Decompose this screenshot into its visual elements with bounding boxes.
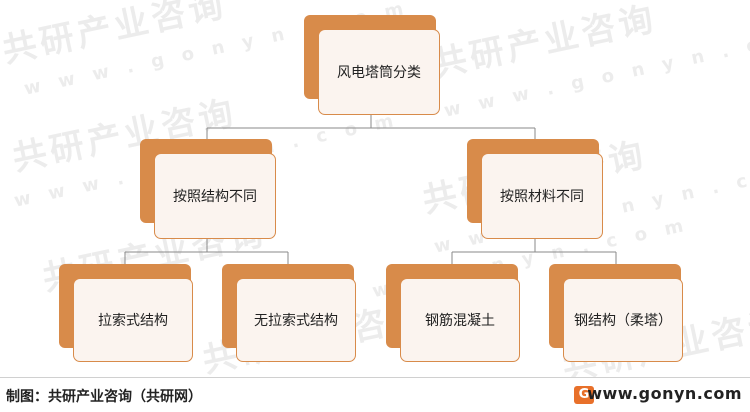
footer-bar: 制图：共研产业咨询（共研网） G www.gonyn.com	[0, 377, 750, 412]
footer-site-link[interactable]: www.gonyn.com	[587, 384, 742, 403]
connector-lines	[124, 113, 617, 264]
leaf-concrete-label: 钢筋混凝土	[400, 278, 520, 362]
gonyn-logo-icon: G	[574, 386, 594, 404]
leaf-steel-label: 钢结构（柔塔）	[563, 278, 683, 362]
root-node-label: 风电塔筒分类	[318, 29, 440, 115]
footer-credit: 制图：共研产业咨询（共研网）	[6, 389, 202, 405]
branch-structure-label: 按照结构不同	[154, 153, 276, 239]
leaf-cable-stayed-label: 拉索式结构	[73, 278, 193, 362]
leaf-no-cable-label: 无拉索式结构	[236, 278, 356, 362]
branch-material-label: 按照材料不同	[481, 153, 603, 239]
